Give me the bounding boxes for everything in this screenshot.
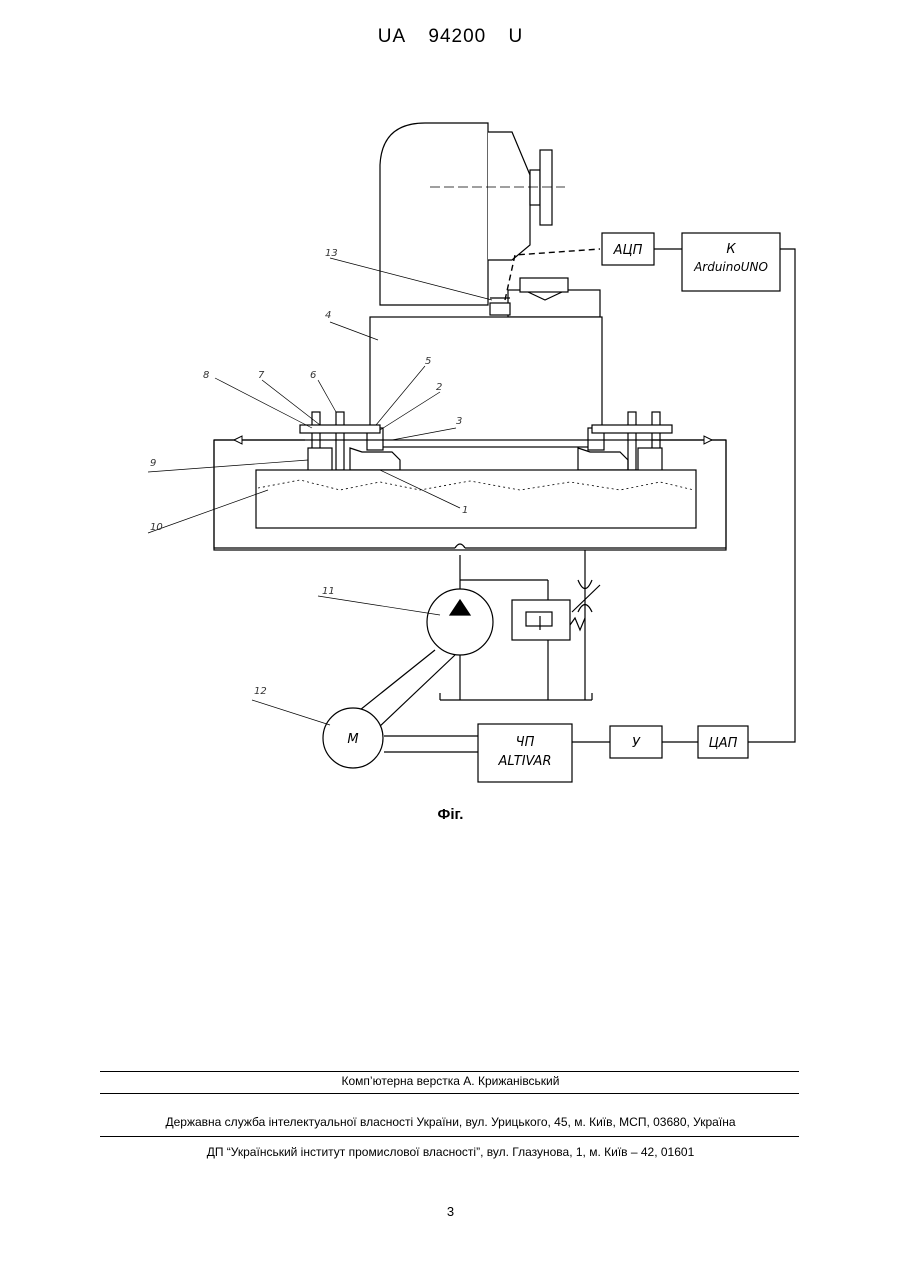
divider <box>100 1136 799 1137</box>
divider <box>100 1071 799 1072</box>
controller-label-1: К <box>726 242 736 257</box>
motor-label: М <box>347 732 358 747</box>
vfd-label-1: ЧП <box>516 735 535 750</box>
callout-3: 3 <box>456 416 462 427</box>
callout-12: 12 <box>254 686 267 697</box>
callout-7: 7 <box>258 370 265 381</box>
dac-label: ЦАП <box>709 736 738 751</box>
callout-1: 1 <box>462 505 468 516</box>
figure-caption: Фіг. <box>0 806 901 823</box>
vise-base <box>508 290 600 317</box>
technical-drawing: АЦП К ArduinoUNO ЧП ALTIVAR У ЦАП М 13 4… <box>0 0 901 860</box>
callout-4: 4 <box>325 310 331 321</box>
typesetting-credit: Комп’ютерна верстка А. Крижанівський <box>0 1074 901 1088</box>
institute-address: ДП “Український інститут промислової вла… <box>0 1145 901 1159</box>
pump-11 <box>427 589 493 655</box>
vfd-block <box>478 724 572 782</box>
support-right <box>578 448 628 470</box>
relief-valve <box>512 600 570 640</box>
sensor-13 <box>490 303 510 315</box>
pulley-flange <box>540 150 552 225</box>
callout-5: 5 <box>425 356 431 367</box>
callout-9: 9 <box>150 458 156 469</box>
callout-13: 13 <box>325 248 338 259</box>
callout-6: 6 <box>310 370 316 381</box>
foundation-pit <box>256 470 696 528</box>
agency-address: Державна служба інтелектуальної власност… <box>0 1115 901 1129</box>
controller-label-2: ArduinoUNO <box>693 260 768 274</box>
amplifier-label: У <box>632 736 641 751</box>
gearbox <box>488 132 530 260</box>
divider <box>100 1093 799 1094</box>
page-number: 3 <box>0 1204 901 1219</box>
adc-label: АЦП <box>613 243 643 258</box>
support-left <box>350 448 400 470</box>
callout-10: 10 <box>150 522 163 533</box>
machine-head <box>380 123 488 305</box>
vfd-label-2: ALTIVAR <box>498 754 552 769</box>
callout-11: 11 <box>322 586 335 597</box>
callout-8: 8 <box>203 370 209 381</box>
callout-2: 2 <box>436 382 442 393</box>
pulley <box>530 170 540 205</box>
machine-body <box>370 317 602 447</box>
vise-jaw <box>520 278 568 292</box>
